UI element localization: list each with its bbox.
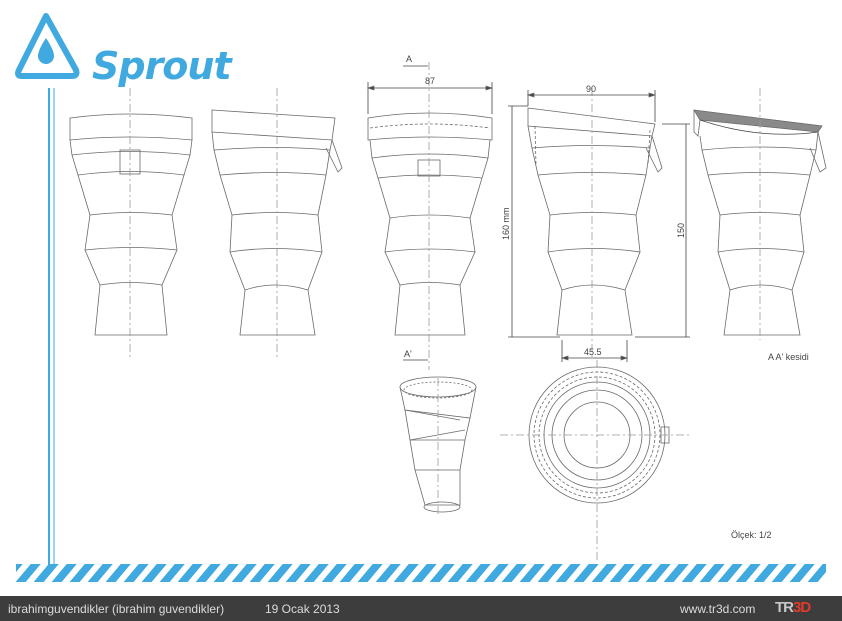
tr3d-logo[interactable]: TR3D [775,599,811,616]
dim-top-width-side: 90 [586,84,596,94]
dim-height-total: 160 mm [501,207,511,240]
water-drop-triangle-icon [15,13,80,79]
view-front-dimensioned [366,62,494,370]
brand-logo: Sprout [14,10,244,90]
view-perspective [399,376,477,515]
view-top [500,360,690,560]
view-side [211,88,343,360]
brand-name: Sprout [92,44,232,88]
footer-bar: ibrahimguvendikler (ibrahim guvendikler)… [0,596,842,621]
view-side-dimensioned [508,88,690,362]
dim-base-width: 45.5 [584,347,602,357]
footer-date: 19 Ocak 2013 [265,602,340,616]
section-marker-bottom: A' [404,349,412,359]
view-front [69,88,193,360]
footer-author[interactable]: ibrahimguvendikler (ibrahim guvendikler) [8,602,225,616]
technical-drawing: 87 90 160 mm 150 45.5 A A' A A' kesidi Ö… [16,54,827,582]
section-marker-top: A [406,54,412,64]
footer-site-link[interactable]: www.tr3d.com [680,602,756,616]
dim-height-body: 150 [676,223,686,238]
tr3d-logo-tr: TR [775,599,794,616]
dim-top-width-front: 87 [425,76,435,86]
scale-label: Ölçek: 1/2 [731,530,772,540]
view-section [693,88,827,340]
tr3d-logo-3d: 3D [793,599,811,616]
section-label: A A' kesidi [768,352,809,362]
drawing-sheet: Sprout [14,10,827,582]
hatched-band [16,564,826,582]
